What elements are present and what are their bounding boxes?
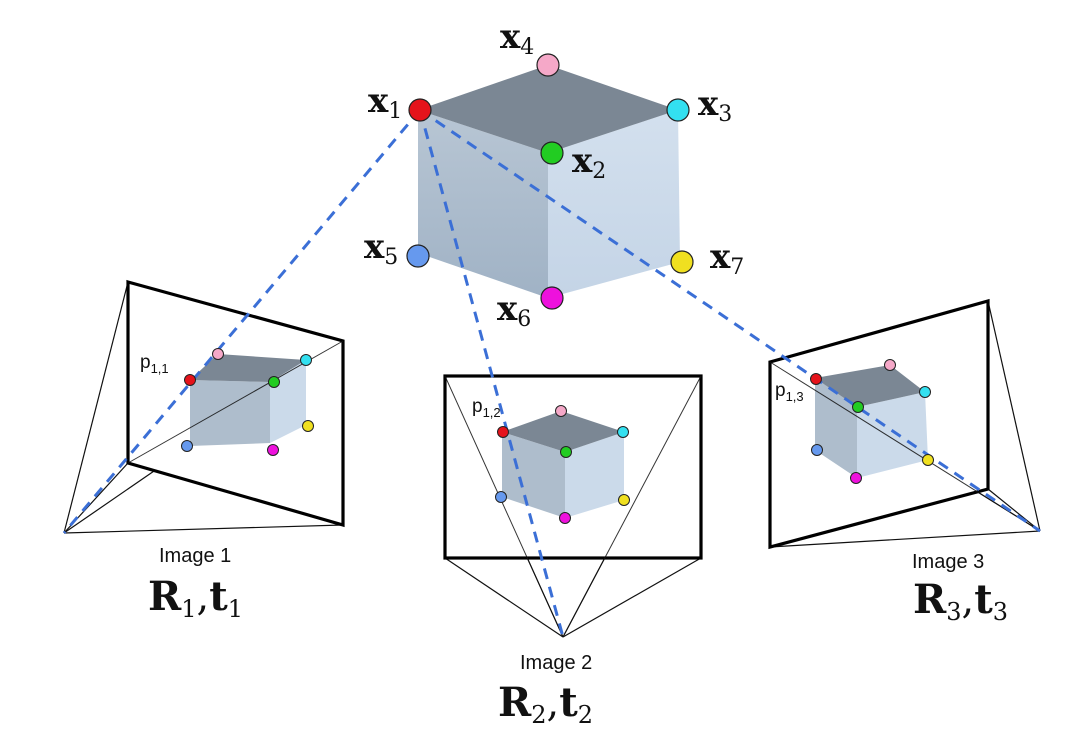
image-caption-2: Image 2 (520, 652, 592, 674)
label-x1: x1 (368, 81, 402, 124)
pose-label-1: R1,t1 (148, 573, 243, 623)
projection-label-3: p1,3 (775, 380, 804, 404)
label-x3: x3 (698, 84, 732, 127)
image-1-point-6 (267, 444, 279, 456)
projection-rays (62, 108, 1041, 638)
image-3-point-2 (852, 401, 864, 413)
ray-to-camera-2 (418, 109, 565, 638)
world-point-x4 (536, 53, 560, 77)
label-x4: x4 (500, 17, 534, 60)
ray-to-camera-1 (62, 109, 422, 534)
image-3-point-1 (810, 373, 822, 385)
pose-label-3: R3,t3 (913, 576, 1008, 626)
image-3-point-5 (811, 444, 823, 456)
label-x7: x7 (710, 237, 744, 280)
cube-top-face (418, 65, 678, 153)
image-1-point-4 (212, 348, 224, 360)
image-2-point-1 (497, 426, 509, 438)
image-3-cube (815, 365, 928, 478)
image-2-cube (502, 411, 624, 518)
image-3-point-3 (919, 386, 931, 398)
camera-2 (443, 374, 703, 638)
cube-right-face (548, 110, 680, 298)
world-cube (418, 65, 680, 298)
ray-to-camera-3 (419, 108, 1041, 533)
image-2-point-7 (618, 494, 630, 506)
cube-left-face (418, 110, 548, 298)
pose-label-2: R2,t2 (498, 679, 593, 729)
camera-1 (63, 279, 345, 534)
image-2-point-2 (560, 446, 572, 458)
camera-3 (768, 298, 1041, 550)
projection-label-2: p1,2 (472, 396, 501, 420)
world-point-x1 (408, 98, 432, 122)
image-2-point-3 (617, 426, 629, 438)
image-1-point-1 (184, 374, 196, 386)
projection-label-1: p1,1 (140, 352, 169, 376)
image-caption-3: Image 3 (912, 551, 984, 573)
image-1-point-2 (268, 376, 280, 388)
label-x6: x6 (497, 289, 531, 332)
image-3-point-4 (884, 359, 896, 371)
world-points (406, 53, 694, 310)
world-point-x6 (540, 286, 564, 310)
image-2-point-4 (555, 405, 567, 417)
label-x2: x2 (572, 141, 606, 184)
world-point-x5 (406, 244, 430, 268)
image-1-point-7 (302, 420, 314, 432)
image-3-point-7 (922, 454, 934, 466)
image-1-point-3 (300, 354, 312, 366)
image-caption-1: Image 1 (159, 545, 231, 567)
image-1-points (181, 348, 314, 456)
image-1-point-5 (181, 440, 193, 452)
image-1-cube (190, 354, 306, 446)
world-point-x2 (540, 141, 564, 165)
world-point-labels: x1 x4 x3 x2 x5 x6 x7 (364, 17, 744, 332)
image-2-point-5 (495, 491, 507, 503)
image-3-points (810, 359, 934, 484)
world-point-x7 (670, 250, 694, 274)
image-2-points (495, 405, 630, 524)
image-2-point-6 (559, 512, 571, 524)
image-3-point-6 (850, 472, 862, 484)
label-x5: x5 (364, 227, 398, 270)
world-point-x3 (666, 98, 690, 122)
